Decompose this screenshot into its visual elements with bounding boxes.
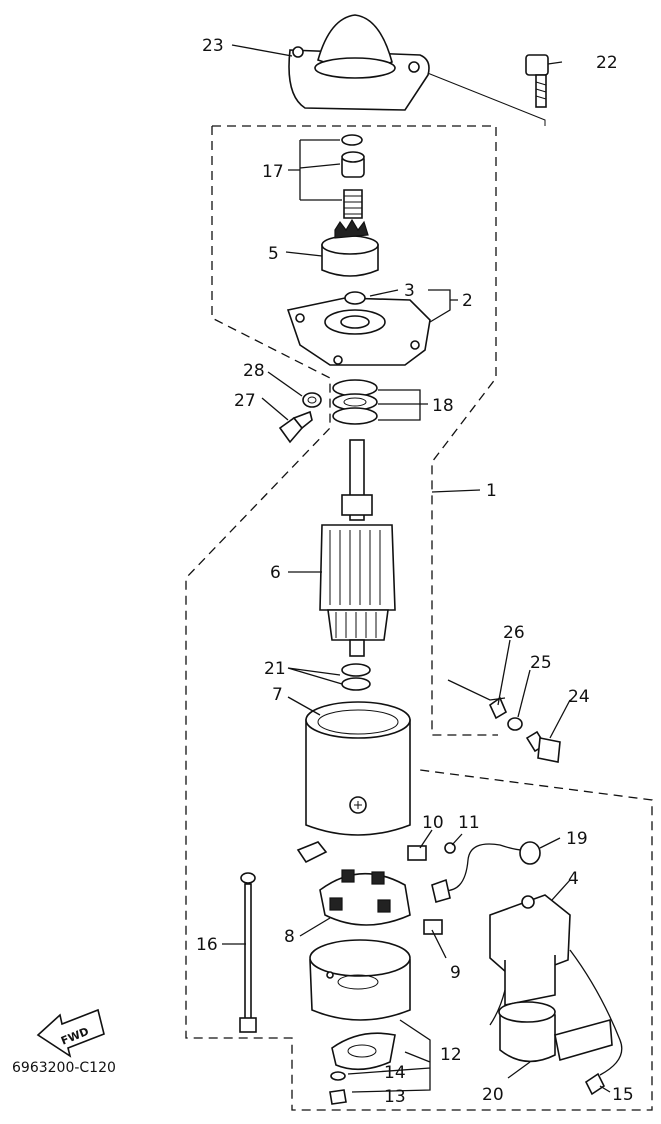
assembly-outline-top-link (419, 69, 546, 126)
callout-12: 12 (440, 1045, 462, 1065)
bracket-part-20 (498, 1001, 613, 1063)
forward-direction-arrow: FWD (36, 1008, 105, 1058)
callout-labels: 23 22 17 5 3 2 28 27 18 1 6 26 21 25 7 2… (196, 36, 634, 1107)
washer-part-14 (330, 1071, 346, 1081)
nut-part-11 (444, 842, 456, 854)
bolt-part-24 (525, 730, 561, 763)
callout-22: 22 (596, 53, 618, 73)
callout-6: 6 (270, 563, 281, 583)
callout-11: 11 (458, 813, 480, 833)
collar-set-part-17 (341, 134, 365, 219)
callout-13: 13 (384, 1087, 406, 1107)
callout-2: 2 (462, 291, 473, 311)
callout-8: 8 (284, 927, 295, 947)
washer-set-part-18 (332, 379, 378, 425)
callout-5: 5 (268, 244, 279, 264)
callout-28: 28 (243, 361, 265, 381)
screw-part-13 (329, 1089, 347, 1105)
pinion-gear-part-5 (321, 218, 379, 277)
plate-part-12 (331, 1032, 396, 1071)
callout-14: 14 (384, 1063, 406, 1083)
rear-end-cover (309, 939, 411, 1021)
callout-15: 15 (612, 1085, 634, 1105)
washer-set-part-21 (341, 663, 371, 691)
lead-wire-part-26 (447, 679, 508, 720)
drawing-code: 6963200-C120 (12, 1060, 116, 1076)
callout-3: 3 (404, 281, 415, 301)
brush-holder-part-8 (319, 869, 411, 926)
armature-part-6 (319, 439, 396, 657)
lead-wire-part-19 (431, 841, 541, 903)
callout-20: 20 (482, 1085, 504, 1105)
through-bolt-part-16 (239, 872, 257, 1033)
gear-cover-part-23 (288, 14, 430, 111)
callout-18: 18 (432, 396, 454, 416)
callout-27: 27 (234, 391, 256, 411)
callout-23: 23 (202, 36, 224, 56)
callout-26: 26 (503, 623, 525, 643)
brush-part-9 (423, 919, 443, 935)
callout-4: 4 (568, 869, 579, 889)
assembly-outline-left (185, 126, 653, 1111)
callout-17: 17 (262, 162, 284, 182)
bolt-part-22 (525, 54, 549, 108)
washer-part-28 (302, 392, 322, 408)
callout-16: 16 (196, 935, 218, 955)
callout-25: 25 (530, 653, 552, 673)
callout-24: 24 (568, 687, 590, 707)
stator-yoke-part-7 (296, 701, 411, 864)
brush-part-10 (407, 845, 427, 861)
solenoid-switch-part-4 (489, 894, 623, 1076)
bolt-part-27 (278, 410, 313, 444)
callout-7: 7 (272, 685, 283, 705)
callout-9: 9 (450, 963, 461, 983)
callout-19: 19 (566, 829, 588, 849)
assembly-outline-upper (212, 125, 498, 736)
callout-10: 10 (422, 813, 444, 833)
leader-lines (222, 44, 611, 1093)
bolt-part-15 (584, 1072, 606, 1096)
callout-21: 21 (264, 659, 286, 679)
callout-1: 1 (486, 481, 497, 501)
front-bracket-part-2 (286, 291, 431, 366)
washer-part-25 (507, 717, 523, 731)
